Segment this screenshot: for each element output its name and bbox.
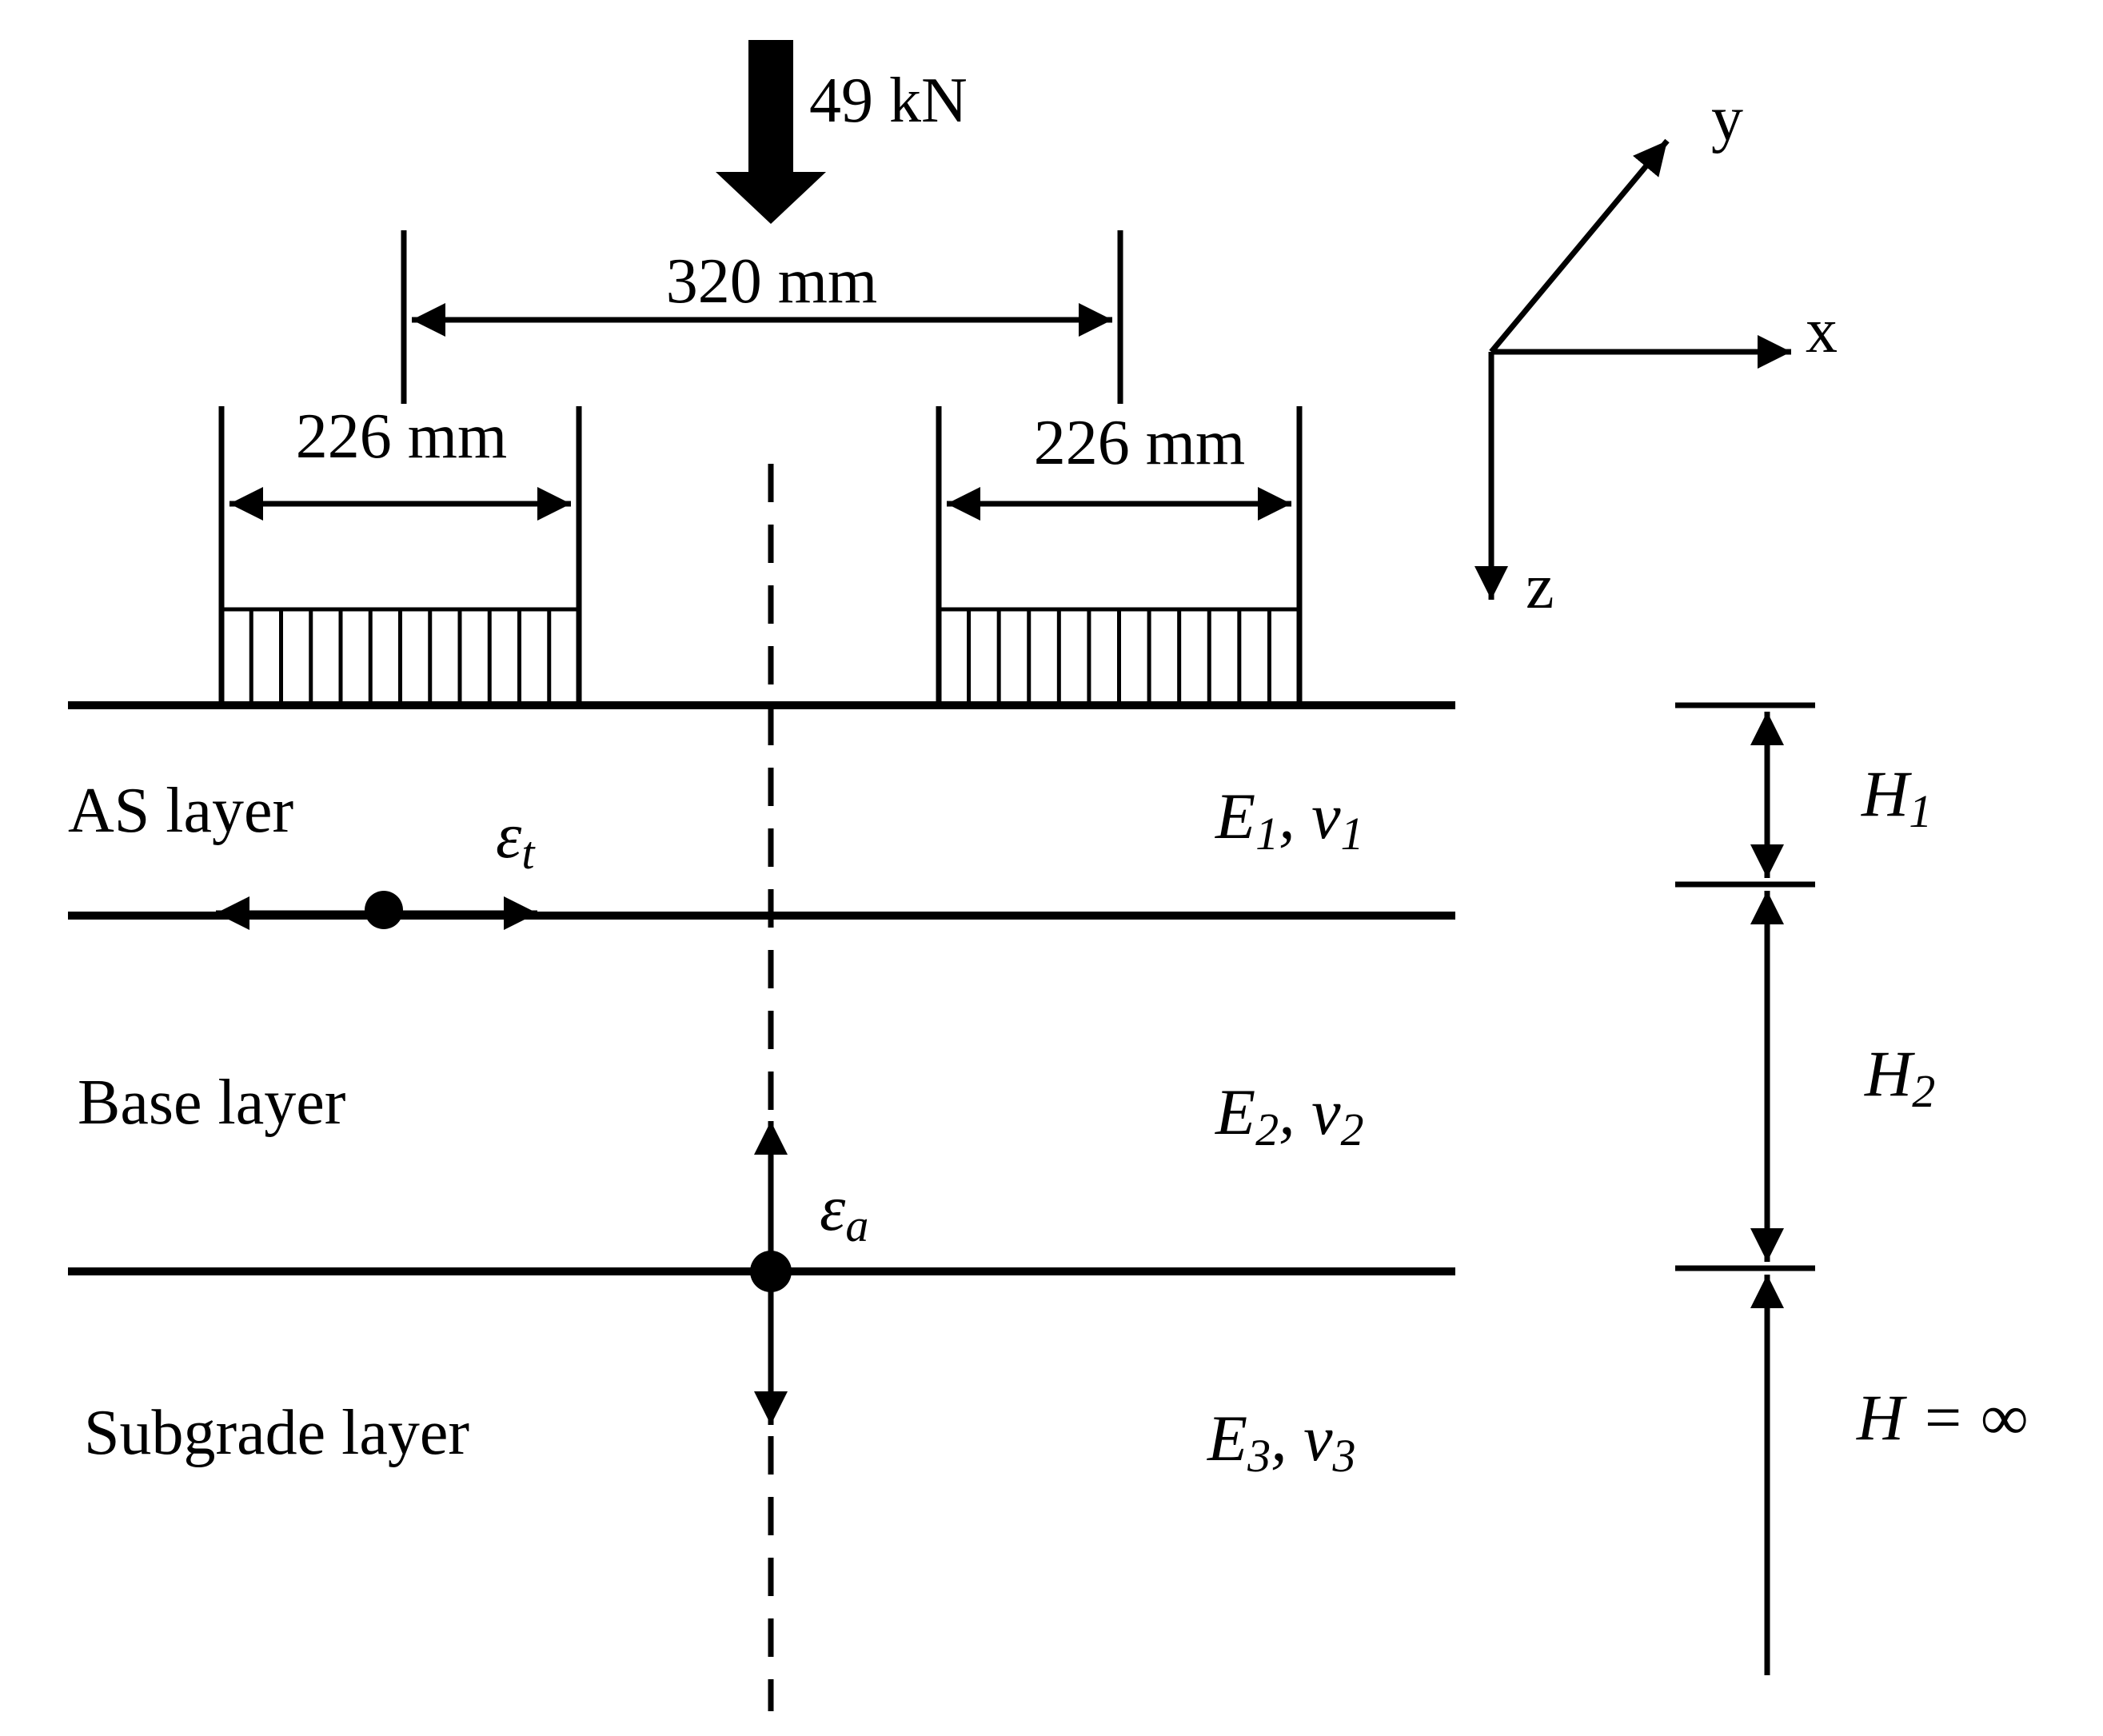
compressive-strain-label: εa (820, 1171, 868, 1251)
layer-props-subgrade: E3, ν3 (1207, 1402, 1356, 1482)
load-label: 49 kN (809, 66, 968, 136)
left-tire-width-label: 226 mm (296, 401, 507, 472)
h-infinite-label: H = ∞ (1856, 1381, 2028, 1454)
wheel-spacing-label: 320 mm (666, 246, 877, 317)
left-tire-pressure (219, 607, 581, 705)
h2-label: H2 (1864, 1037, 1935, 1117)
layer-props-as: E1, ν1 (1215, 780, 1364, 860)
compressive-strain-indicator (750, 1121, 792, 1425)
right-tire-width-label: 226 mm (1034, 408, 1245, 478)
tensile-strain-label: εt (496, 799, 536, 879)
z-axis-label: z (1526, 552, 1554, 622)
y-axis-label: y (1711, 84, 1743, 154)
thickness-dimensions (1675, 702, 1815, 1675)
load-arrow (716, 40, 826, 224)
coordinate-axes (1474, 138, 1791, 600)
layer-name-subgrade: Subgrade layer (84, 1398, 469, 1468)
right-tire-pressure (936, 607, 1302, 705)
layer-name-as: AS layer (68, 776, 293, 846)
y-axis (1489, 138, 1670, 354)
wheel-spacing-dimension (401, 230, 1123, 404)
tensile-strain-indicator (216, 891, 537, 930)
x-axis-label: x (1806, 296, 1838, 366)
layer-props-base: E2, ν2 (1215, 1076, 1364, 1155)
layer-name-base: Base layer (78, 1068, 345, 1138)
h1-label: H1 (1861, 757, 1932, 837)
